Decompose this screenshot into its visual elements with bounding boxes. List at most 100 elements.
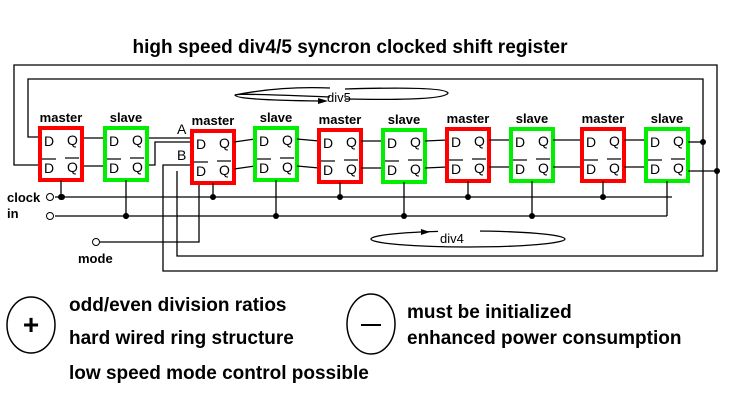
con-item: must be initialized [407, 302, 572, 323]
d-bar-pin: D [196, 163, 206, 179]
mode-wire [100, 171, 200, 243]
mode-label: mode [78, 251, 113, 266]
div4-loop-indicator: div4 [370, 229, 566, 248]
cons-section: must be initialized enhanced power consu… [346, 293, 681, 355]
arrow-icon [318, 98, 328, 104]
pros-section: + odd/even division ratios hard wired ri… [6, 295, 369, 384]
junction-dot [600, 194, 606, 200]
slave-box [644, 127, 690, 183]
d-pin: D [109, 133, 119, 149]
d-pin: D [650, 134, 660, 150]
d-bar-pin: D [515, 161, 525, 177]
slave-label: slave [110, 110, 143, 125]
junction-dot [401, 213, 407, 219]
q-bar-pin: Q [410, 161, 421, 177]
clock-in-label: in [7, 206, 19, 221]
junction-dot [337, 194, 343, 200]
plus-symbol: + [23, 309, 39, 340]
q-bar-pin: Q [609, 160, 620, 176]
d-bar-pin: D [451, 161, 461, 177]
clock-label: clock [7, 190, 41, 205]
minus-circle-icon [346, 293, 396, 355]
junction-dot [273, 213, 279, 219]
q-pin: Q [67, 132, 78, 148]
plus-circle-icon [6, 296, 56, 354]
slave-label: slave [516, 111, 549, 126]
q-pin: Q [609, 133, 620, 149]
d-bar-pin: D [259, 160, 269, 176]
master-label: master [582, 111, 625, 126]
d-pin: D [586, 134, 596, 150]
q-bar-pin: Q [132, 159, 143, 175]
q-wire [424, 139, 448, 142]
junction-dot [700, 139, 706, 145]
div4-feedback-wire [27, 78, 704, 257]
q-pin: Q [538, 133, 549, 149]
junction-dot [210, 194, 216, 200]
div5-label: div5 [327, 90, 351, 105]
d-bar-pin: D [586, 161, 596, 177]
q-bar-wire [296, 165, 320, 169]
junction-dot [123, 213, 129, 219]
q-pin: Q [346, 134, 357, 150]
q-bar-pin: Q [219, 162, 230, 178]
q-pin: Q [410, 134, 421, 150]
arrow-icon [421, 229, 430, 235]
d-bar-pin: D [650, 161, 660, 177]
d-pin: D [44, 133, 54, 149]
junction-dot [59, 194, 65, 200]
q-bar-wire [424, 166, 448, 169]
q-bar-wire [233, 165, 256, 170]
pro-item: hard wired ring structure [69, 328, 294, 349]
q-pin: Q [219, 135, 230, 151]
master-label: master [40, 110, 83, 125]
q-pin: Q [132, 132, 143, 148]
d-pin: D [515, 134, 525, 150]
q-wire [233, 138, 256, 143]
div4-label: div4 [440, 231, 464, 246]
d-bar-pin: D [323, 162, 333, 178]
slave-label: slave [260, 110, 293, 125]
junction-dot [714, 168, 720, 174]
wire-b [148, 141, 192, 166]
q-bar-pin: Q [282, 159, 293, 175]
con-item: enhanced power consumption [407, 328, 681, 349]
d-bar-pin: D [387, 162, 397, 178]
master-label: master [319, 112, 362, 127]
q-bar-pin: Q [474, 160, 485, 176]
master-label: master [447, 111, 490, 126]
junctions [58, 139, 720, 219]
node-b-label: B [177, 147, 186, 163]
q-wire [296, 138, 320, 142]
q-bar-pin: Q [673, 160, 684, 176]
q-pin: Q [282, 132, 293, 148]
d-bar-pin: D [109, 160, 119, 176]
pro-item: odd/even division ratios [69, 295, 287, 316]
clock-in-terminal[interactable] [46, 212, 54, 220]
q-bar-pin: Q [538, 160, 549, 176]
d-pin: D [451, 134, 461, 150]
q-bar-pin: Q [346, 161, 357, 177]
d-pin: D [323, 135, 333, 151]
d-bar-pin: D [44, 160, 54, 176]
master-box [190, 129, 236, 185]
node-a-label: A [177, 121, 187, 137]
diagram-title: high speed div4/5 syncron clocked shift … [132, 37, 568, 58]
master-box [38, 126, 84, 182]
mode-input-terminal[interactable] [92, 238, 100, 246]
clock-input-terminal[interactable] [46, 193, 54, 201]
d-pin: D [259, 133, 269, 149]
q-pin: Q [474, 133, 485, 149]
d-pin: D [196, 136, 206, 152]
